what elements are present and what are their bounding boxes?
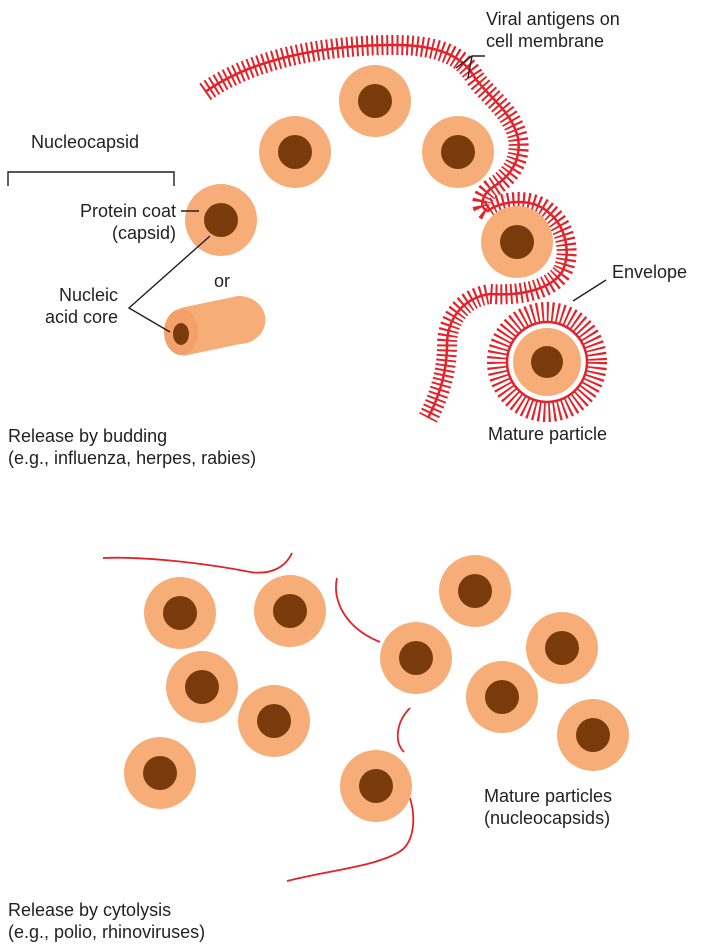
budding-caption-line2: (e.g., influenza, herpes, rabies): [8, 447, 256, 469]
budding-particle-2: [339, 65, 411, 137]
nucleocapsid-label: Nucleocapsid: [31, 131, 139, 153]
budding-caption: Release by budding (e.g., influenza, her…: [8, 425, 256, 469]
protein-coat-label: Protein coat (capsid): [20, 200, 176, 244]
released-particle: [340, 750, 412, 822]
membrane-fragment-2: [336, 578, 380, 642]
membrane-fragment-1: [103, 553, 292, 573]
budding-particle-1: [259, 116, 331, 188]
mature-enveloped-particle: [497, 312, 597, 412]
mature-particles-line2: (nucleocapsids): [484, 807, 612, 829]
budding-caption-line1: Release by budding: [8, 425, 256, 447]
released-particle: [124, 737, 196, 809]
released-particles: [124, 555, 629, 822]
helical-nucleocapsid-icon: [164, 296, 265, 356]
released-particle: [254, 575, 326, 647]
released-particle: [144, 577, 216, 649]
released-particle: [439, 555, 511, 627]
nucleic-acid-core-label: Nucleic acid core: [20, 284, 118, 328]
protein-coat-line2: (capsid): [20, 222, 176, 244]
released-particle: [466, 661, 538, 733]
cytolysis-caption: Release by cytolysis (e.g., polio, rhino…: [8, 899, 205, 943]
released-particle: [380, 622, 452, 694]
envelope-leader: [573, 280, 606, 301]
cytolysis-caption-line2: (e.g., polio, rhinoviruses): [8, 921, 205, 943]
budding-particle-4: [481, 206, 553, 278]
viral-antigens-label: Viral antigens on cell membrane: [486, 8, 620, 52]
protein-coat-line1: Protein coat: [20, 200, 176, 222]
released-particle: [526, 612, 598, 684]
budding-particle-3: [422, 116, 494, 188]
nucleic-line2: acid core: [20, 306, 118, 328]
released-particle: [557, 699, 629, 771]
mature-particle-label: Mature particle: [488, 423, 607, 445]
nucleic-line1: Nucleic: [20, 284, 118, 306]
spherical-nucleocapsid-icon: [185, 184, 257, 256]
released-particle: [166, 651, 238, 723]
nucleocapsid-bracket: [8, 172, 174, 186]
cytolysis-caption-line1: Release by cytolysis: [8, 899, 205, 921]
membrane-fragment-3: [398, 708, 410, 752]
mature-particles-line1: Mature particles: [484, 785, 612, 807]
envelope-label: Envelope: [612, 261, 687, 283]
released-particle: [238, 685, 310, 757]
mature-particles-label: Mature particles (nucleocapsids): [484, 785, 612, 829]
viral-antigens-line2: cell membrane: [486, 30, 620, 52]
viral-antigens-line1: Viral antigens on: [486, 8, 620, 30]
or-label: or: [214, 270, 230, 292]
